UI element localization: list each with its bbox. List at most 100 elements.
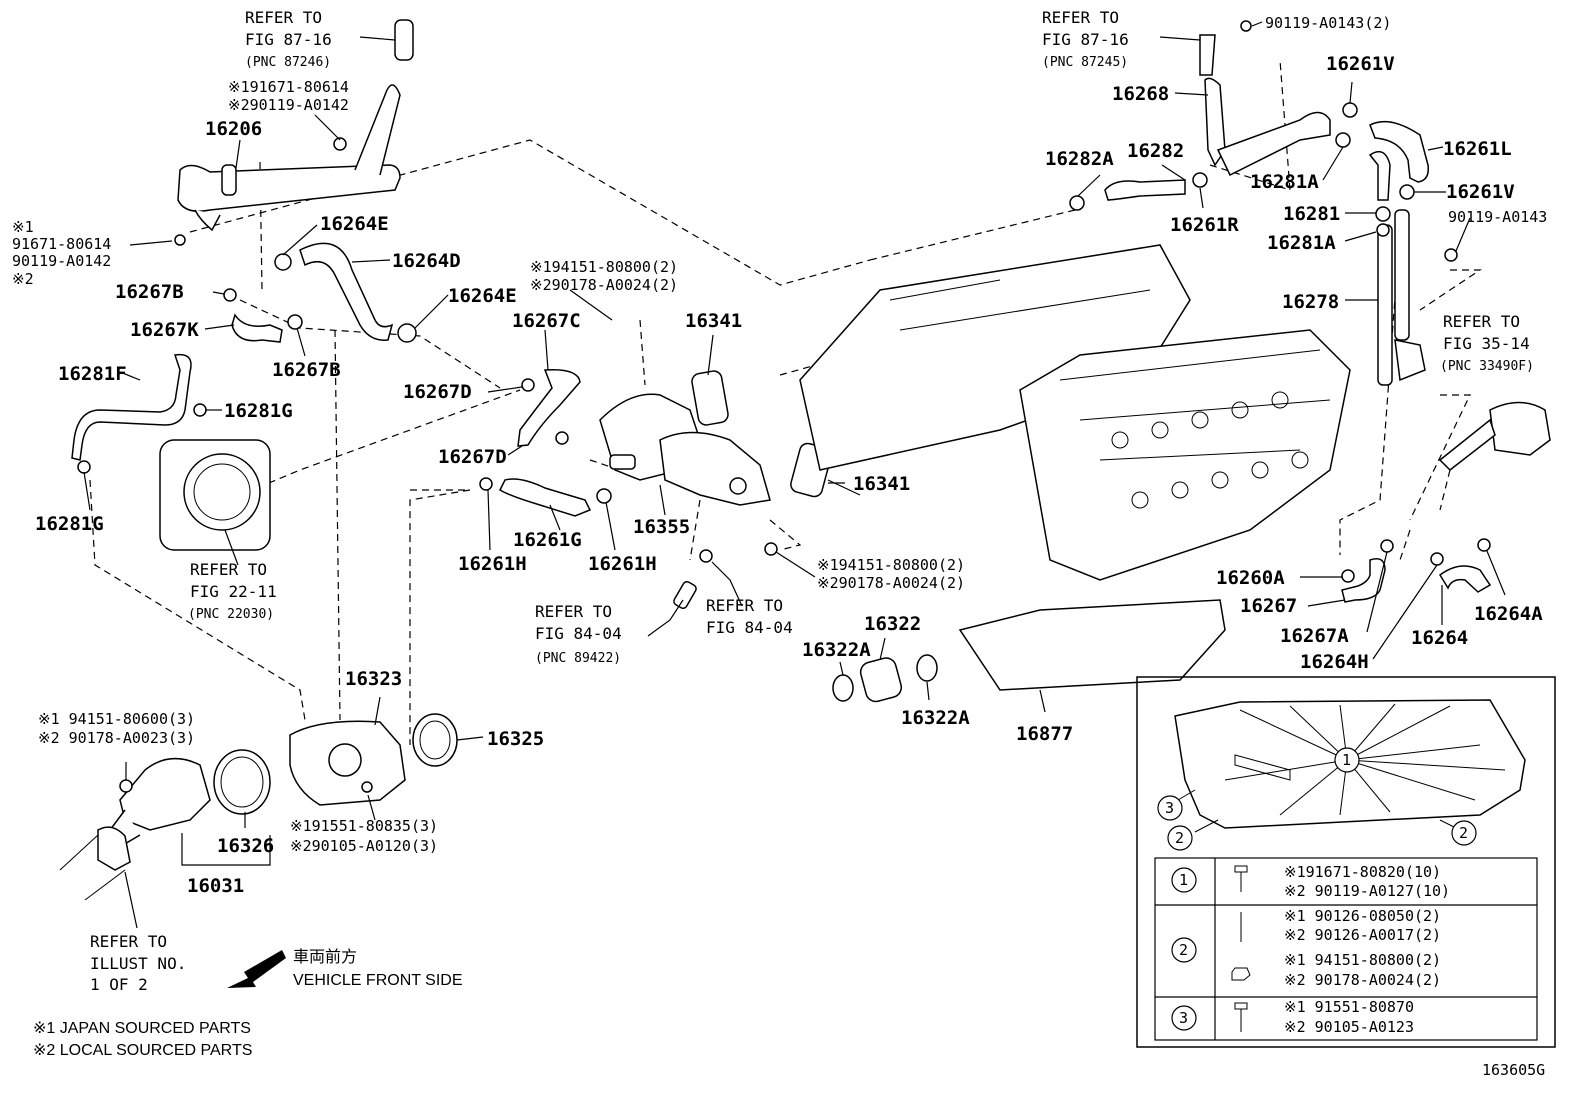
ref-label: REFER TO: [190, 560, 267, 579]
part-shapes: [59, 19, 1551, 901]
part-16281F: 16281F: [58, 363, 127, 385]
part-16264E: 16264E: [320, 213, 389, 235]
ref-label: REFER TO: [1042, 8, 1119, 27]
front-direction-arrow: 車両前方 VEHICLE FRONT SIDE: [227, 948, 463, 989]
part-16267D: 16267D: [438, 446, 507, 468]
fastener-label: ※290119-A0142: [228, 96, 349, 114]
part-16267: 16267: [1240, 595, 1297, 617]
part-16278: 16278: [1282, 291, 1339, 313]
part-16322A: 16322A: [802, 639, 871, 661]
ref-label: FIG 87-16: [1042, 30, 1129, 49]
part-16281G: 16281G: [224, 400, 293, 422]
fastener-label: ※194151-80800(2): [817, 556, 965, 574]
fastener-label: ※191551-80835(3): [290, 817, 438, 835]
callout-1: 1: [1342, 751, 1351, 769]
part-16267C: 16267C: [512, 310, 581, 332]
fastener-label: 90119-A0143(2): [1265, 14, 1391, 32]
part-16261H: 16261H: [458, 553, 527, 575]
fastener-label: ※290105-A0120(3): [290, 837, 438, 855]
part-16261L: 16261L: [1443, 138, 1512, 160]
part-16261V: 16261V: [1446, 181, 1515, 203]
part-16281: 16281: [1283, 203, 1340, 225]
ref-label: REFER TO: [245, 8, 322, 27]
part-16206: 16206: [205, 118, 262, 140]
ref-label: REFER TO: [535, 602, 612, 621]
ref-label: FIG 35-14: [1443, 334, 1530, 353]
ref-label: (PNC 89422): [535, 651, 621, 666]
part-16282A: 16282A: [1045, 148, 1114, 170]
part-16341: 16341: [853, 473, 910, 495]
part-16281A: 16281A: [1250, 171, 1319, 193]
fastener-label: ※2 90178-A0023(3): [38, 729, 195, 747]
part-16267B: 16267B: [115, 281, 184, 303]
part-16261R: 16261R: [1170, 214, 1239, 236]
legend-row-num: 1: [1179, 871, 1188, 889]
part-16282: 16282: [1127, 140, 1184, 162]
part-16267B: 16267B: [272, 359, 341, 381]
part-16341: 16341: [685, 310, 742, 332]
legend-row-num: 3: [1179, 1009, 1188, 1027]
part-16267K: 16267K: [130, 319, 199, 341]
part-16267D: 16267D: [403, 381, 472, 403]
part-16268: 16268: [1112, 83, 1169, 105]
legend-part: ※2 90105-A0123: [1284, 1018, 1414, 1036]
part-16261V: 16261V: [1326, 53, 1395, 75]
legend-part: ※191671-80820(10): [1284, 863, 1441, 881]
fastener-label: ※191671-80614: [228, 78, 349, 96]
ref-label: (PNC 87246): [245, 55, 331, 70]
fastener-label: ※2: [12, 270, 34, 288]
part-16031: 16031: [187, 875, 244, 897]
ref-label: (PNC 22030): [188, 607, 274, 622]
legend-part: ※2 90126-A0017(2): [1284, 926, 1441, 944]
legend-part: ※1 94151-80800(2): [1284, 951, 1441, 969]
legend-part: ※2 90119-A0127(10): [1284, 882, 1450, 900]
ref-label: ILLUST NO.: [90, 954, 186, 973]
direction-label-jp: 車両前方: [293, 948, 357, 966]
part-16322A: 16322A: [901, 707, 970, 729]
part-16323: 16323: [345, 668, 402, 690]
reference-notes: REFER TO FIG 87-16 (PNC 87246) REFER TO …: [90, 8, 1534, 994]
ref-label: FIG 84-04: [706, 618, 793, 637]
part-16264E: 16264E: [448, 285, 517, 307]
fastener-labels: ※191671-80614 ※290119-A0142 ※1 91671-806…: [12, 14, 1547, 855]
fastener-label: ※1: [12, 218, 34, 236]
fastener-label: ※1 94151-80600(3): [38, 710, 195, 728]
fastener-label: ※290178-A0024(2): [530, 276, 678, 294]
part-16261H: 16261H: [588, 553, 657, 575]
part-16261G: 16261G: [513, 529, 582, 551]
ref-label: REFER TO: [90, 932, 167, 951]
callout-3: 3: [1165, 799, 1174, 817]
callout-2: 2: [1175, 829, 1184, 847]
legend-part: ※1 91551-80870: [1284, 998, 1414, 1016]
part-16281A: 16281A: [1267, 232, 1336, 254]
ref-label: REFER TO: [706, 596, 783, 615]
part-16877: 16877: [1016, 723, 1073, 745]
part-16281G: 16281G: [35, 513, 104, 535]
part-16264H: 16264H: [1300, 651, 1369, 673]
part-16264D: 16264D: [392, 250, 461, 272]
fastener-label: ※194151-80800(2): [530, 258, 678, 276]
part-16267A: 16267A: [1280, 625, 1349, 647]
part-16322: 16322: [864, 613, 921, 635]
part-16260A: 16260A: [1216, 567, 1285, 589]
ref-label: REFER TO: [1443, 312, 1520, 331]
callout-2: 2: [1459, 824, 1468, 842]
legend-part: ※2 90178-A0024(2): [1284, 971, 1441, 989]
fastener-label: ※290178-A0024(2): [817, 574, 965, 592]
figure-id: 163605G: [1482, 1061, 1545, 1079]
fastener-label: 90119-A0143: [1448, 208, 1547, 226]
legend-part: ※1 90126-08050(2): [1284, 907, 1441, 925]
part-numbers: 16206 16264E 16264D 16264E 16267B 16267K…: [35, 53, 1543, 897]
part-16264A: 16264A: [1474, 603, 1543, 625]
part-16264: 16264: [1411, 627, 1468, 649]
part-16355: 16355: [633, 516, 690, 538]
footnote-japan: ※1 JAPAN SOURCED PARTS: [33, 1020, 251, 1037]
part-16325: 16325: [487, 728, 544, 750]
ref-label: (PNC 87245): [1042, 55, 1128, 70]
legend-row-num: 2: [1179, 941, 1188, 959]
inset-legend: 1 2 2 3 1 ※191671-80820(10) ※2 90119-A01…: [1136, 676, 1556, 1048]
ref-label: 1 OF 2: [90, 975, 148, 994]
ref-label: FIG 87-16: [245, 30, 332, 49]
ref-label: FIG 84-04: [535, 624, 622, 643]
